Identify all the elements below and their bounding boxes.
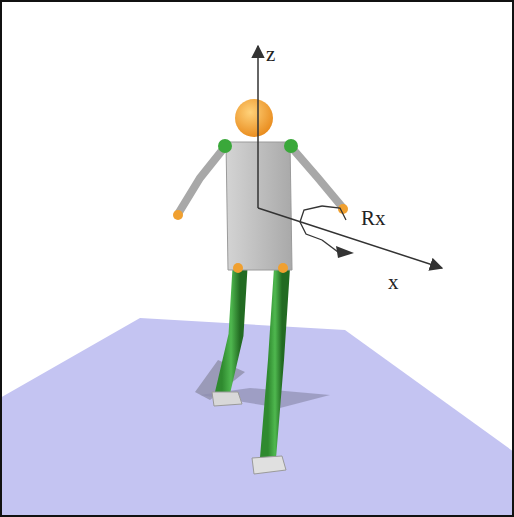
foot (212, 392, 242, 406)
left-arm (178, 148, 224, 214)
axis-label: z (265, 44, 276, 65)
head (235, 99, 273, 137)
rotation-arc (300, 206, 322, 240)
back-leg (222, 268, 240, 395)
shoulder-joint (218, 139, 232, 153)
floor-plane (0, 318, 514, 517)
hand (338, 204, 348, 214)
axis-label: x (387, 272, 400, 293)
x-axis (258, 208, 442, 268)
hip-joint (278, 263, 288, 273)
hand (173, 210, 183, 220)
rotation-label: Rx (360, 208, 387, 229)
hip-joint (233, 263, 243, 273)
z-axis (257, 46, 259, 208)
rotation-arc (322, 240, 338, 252)
front-leg (268, 268, 282, 458)
torso (226, 142, 292, 270)
shoulder-joint (284, 139, 298, 153)
foot (252, 456, 286, 474)
right-arm (292, 148, 343, 208)
rotation-arc (322, 206, 346, 220)
rotation-arrowhead (336, 246, 354, 258)
